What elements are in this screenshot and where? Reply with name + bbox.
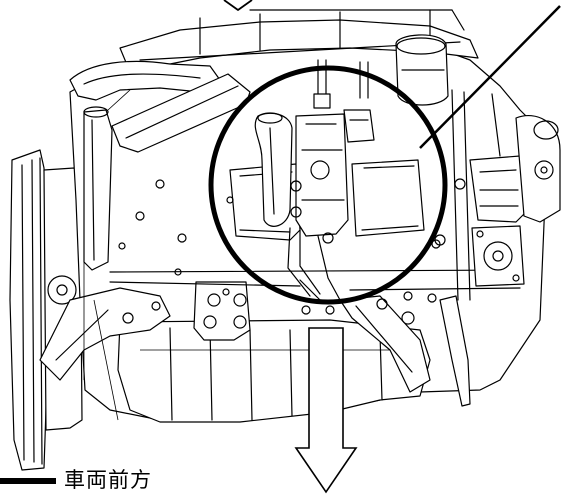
legend-bar [0, 478, 56, 484]
small-arrow [299, 279, 321, 301]
front-direction-arrow [294, 327, 358, 494]
top-arrow-tip [223, 0, 253, 11]
highlighted-region [226, 109, 466, 301]
legend-label: 車両前方 [64, 468, 152, 492]
highlight-circle [208, 65, 448, 305]
callout-leader-line [419, 5, 561, 149]
